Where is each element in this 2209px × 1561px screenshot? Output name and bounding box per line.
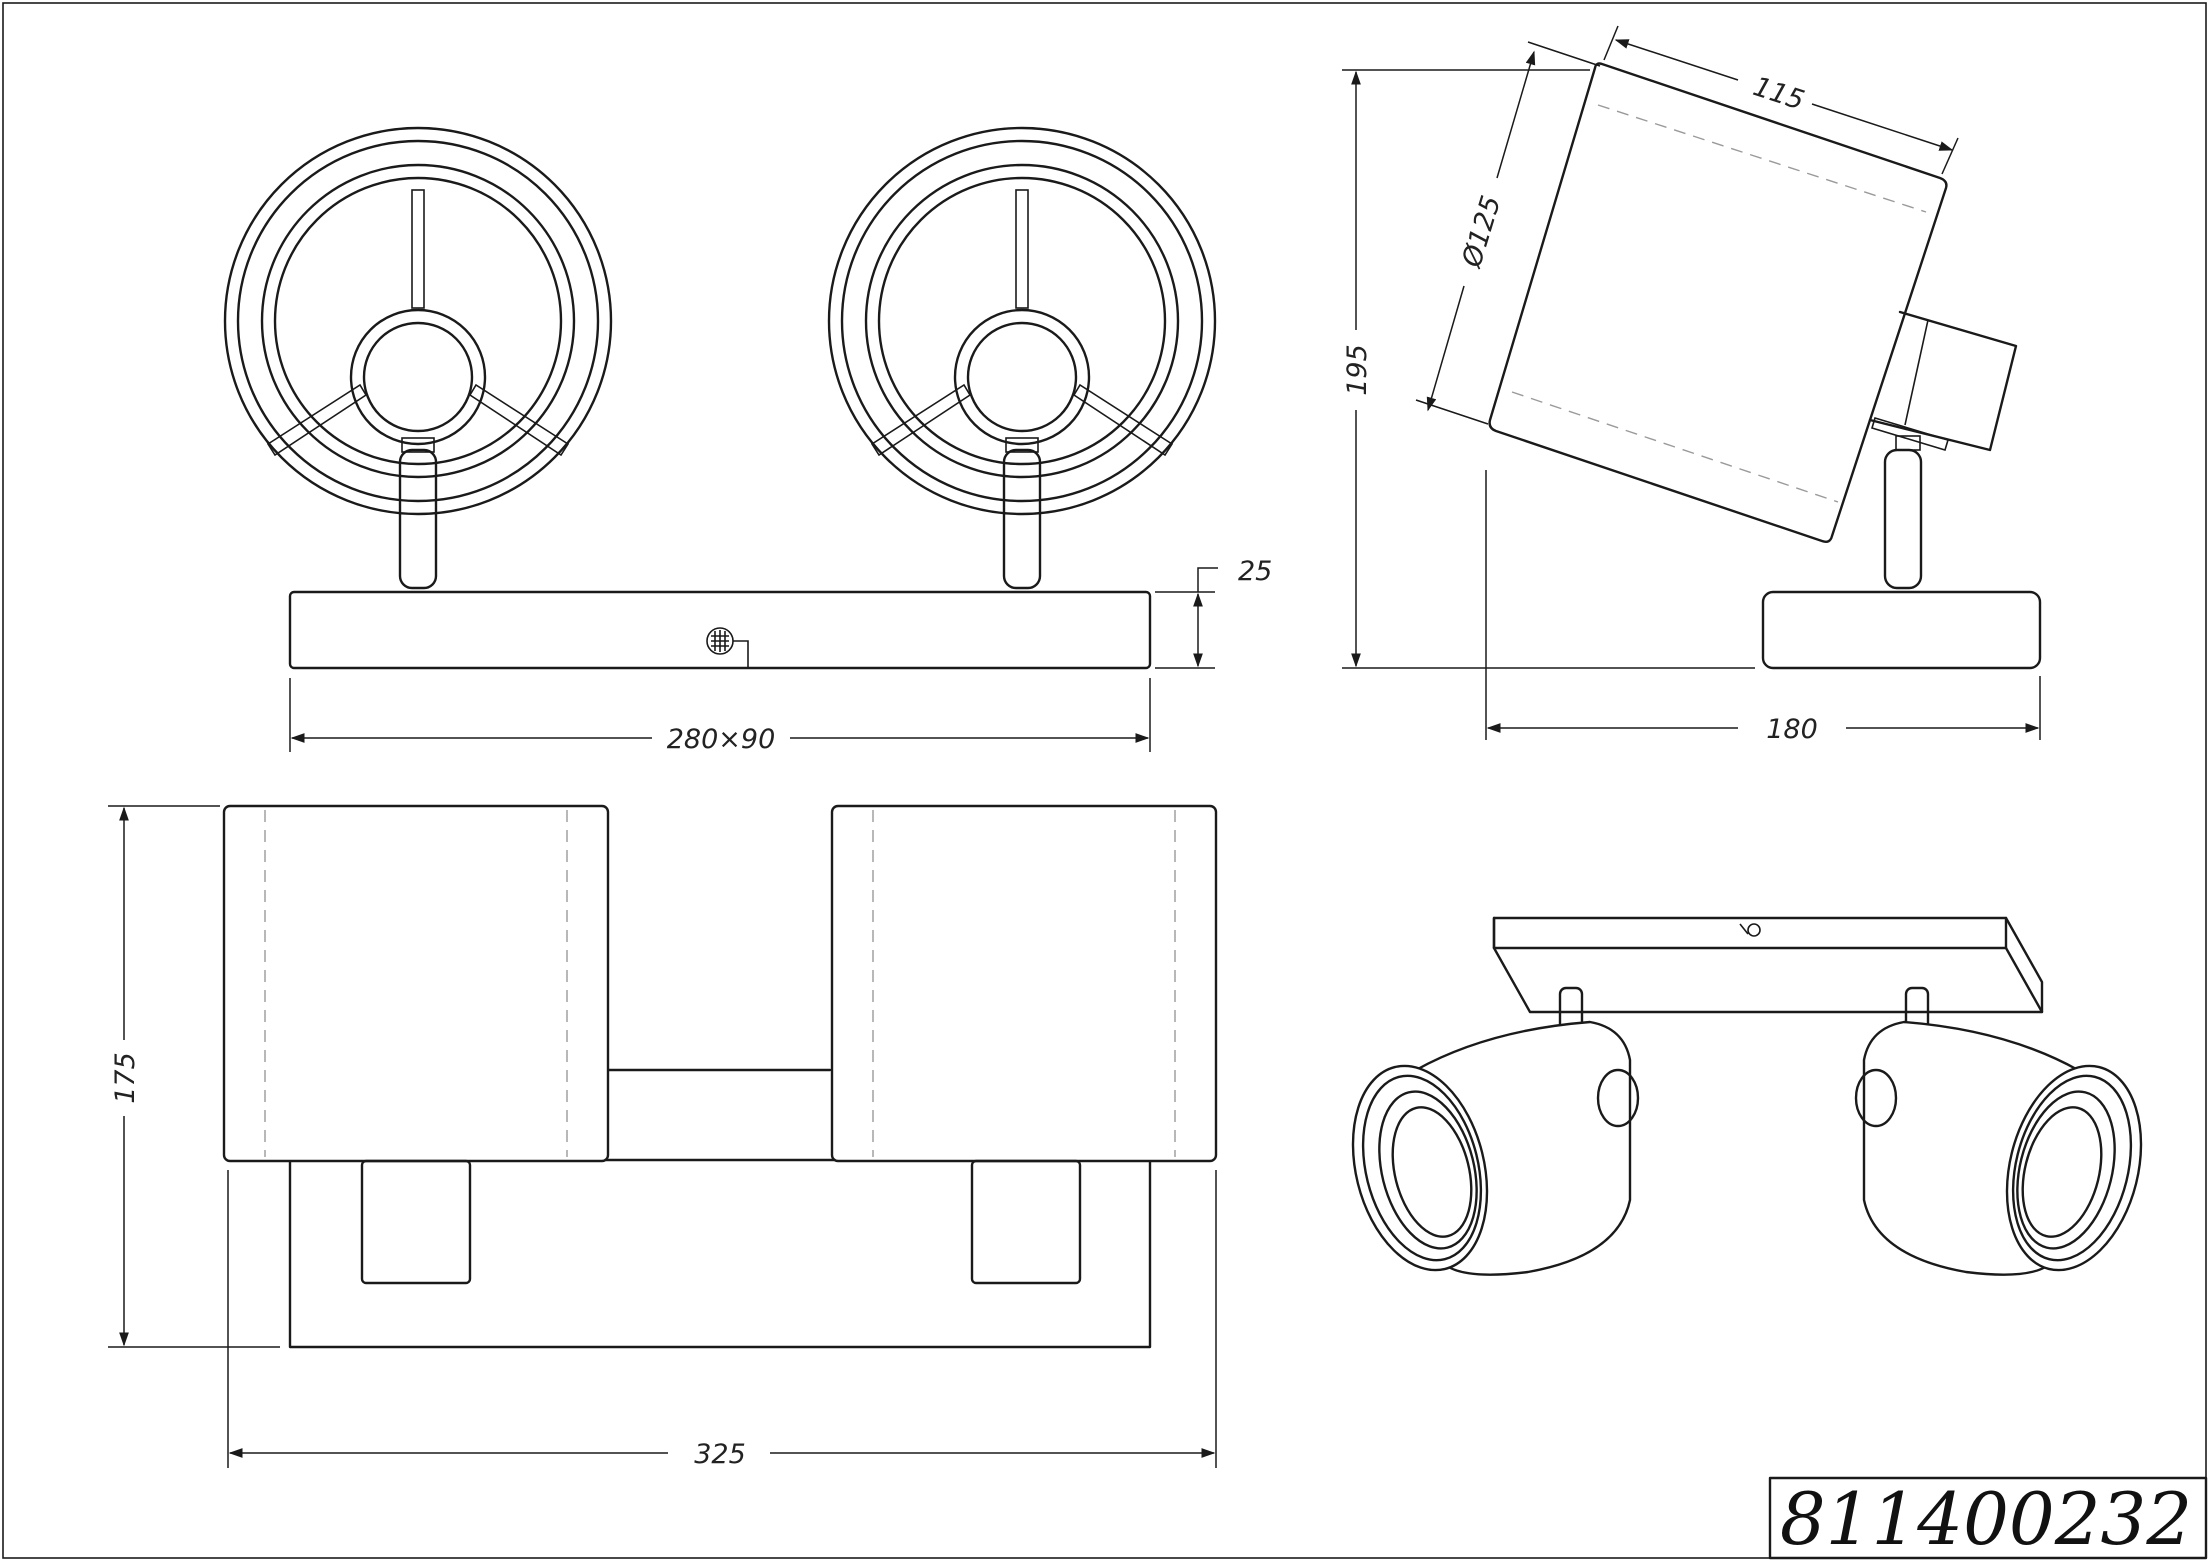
front-base-plate — [288, 590, 1152, 670]
side-shade — [1488, 62, 2018, 544]
top-base-plate — [288, 1158, 1152, 1349]
iso-base-plate — [1492, 916, 2044, 1014]
front-spot-right — [827, 126, 1217, 590]
dim-shade-diameter: Ø125 — [1415, 41, 1601, 425]
cable-entry-icon — [706, 627, 749, 668]
dim-total-width: 325 — [227, 1170, 1217, 1470]
dim-top-height: 175 — [108, 805, 280, 1348]
article-number: 811400232 — [1780, 1477, 2192, 1561]
dim-label-shade-diameter: Ø125 — [1456, 192, 1507, 272]
dim-label-top-height: 175 — [110, 1052, 141, 1104]
dim-shade-length: 115 — [1603, 25, 1959, 175]
dim-label-base-size: 280×90 — [667, 724, 776, 755]
iso-spot-left — [1351, 1020, 1640, 1276]
top-view: 175 325 — [108, 804, 1218, 1470]
dim-depth: 180 — [1485, 470, 2041, 745]
dim-label-base-height: 25 — [1238, 556, 1272, 587]
side-view: 195 Ø125 115 180 — [1342, 25, 2042, 745]
top-shade-right — [830, 804, 1218, 1163]
dim-label-shade-length: 115 — [1749, 71, 1808, 116]
isometric-view — [1351, 916, 2143, 1276]
top-shade-left — [222, 804, 610, 1163]
dim-label-total-height: 195 — [1342, 344, 1373, 396]
dim-total-height: 195 — [1342, 69, 1755, 669]
side-stem — [1883, 448, 1923, 590]
front-spot-left — [223, 126, 613, 590]
article-number-box: 811400232 — [1768, 1476, 2208, 1561]
dim-label-total-width: 325 — [694, 1439, 746, 1470]
dim-base-width: 280×90 — [289, 678, 1151, 755]
side-base-plate — [1761, 590, 2042, 670]
front-view: 280×90 25 — [223, 126, 1272, 755]
dim-label-depth: 180 — [1766, 714, 1818, 745]
dim-base-height: 25 — [1155, 556, 1272, 669]
iso-spot-right — [1854, 1020, 2143, 1276]
